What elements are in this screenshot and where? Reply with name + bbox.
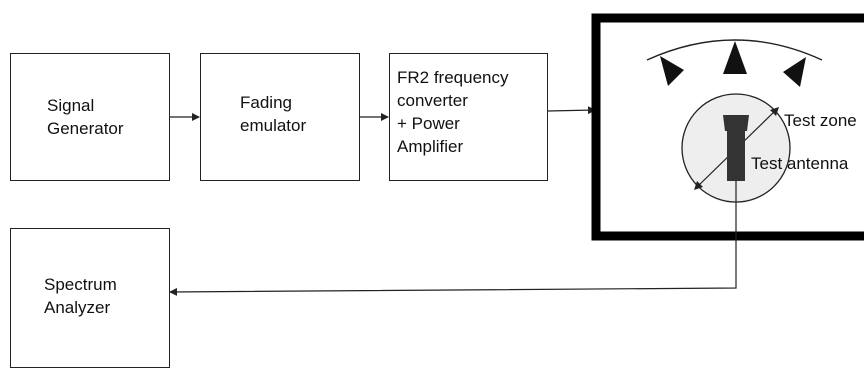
- feedback-cable: [169, 181, 737, 296]
- test-zone-arrowhead-top: [770, 107, 779, 116]
- fading-emulator-label: Fading emulator: [240, 91, 306, 137]
- probe-antenna-right-icon: [783, 57, 806, 87]
- converter-amplifier-label-line-2: converter: [397, 91, 468, 110]
- signal-generator-label: Signal Generator: [47, 94, 124, 140]
- signal-generator-label-line-1: Signal: [47, 96, 95, 115]
- signal-generator-block: Signal Generator: [10, 53, 170, 181]
- fading-emulator-label-line-2: emulator: [240, 116, 307, 135]
- test-zone-label: Test zone: [784, 111, 857, 130]
- test-zone-arrowhead-bottom: [694, 181, 703, 190]
- converter-amplifier-label: FR2 frequency converter + Power Amplifie…: [397, 66, 509, 158]
- converter-amplifier-block: FR2 frequency converter + Power Amplifie…: [389, 53, 548, 181]
- test-antenna-label: Test antenna: [751, 154, 849, 173]
- arrow-converter-to-chamber: [547, 106, 596, 115]
- spectrum-analyzer-block: Spectrum Analyzer: [10, 228, 170, 368]
- spectrum-analyzer-label-line-2: Analyzer: [44, 298, 111, 317]
- spectrum-analyzer-label: Spectrum Analyzer: [44, 273, 117, 319]
- probe-antenna-center-icon: [723, 41, 747, 74]
- probe-antenna-left-icon: [660, 56, 684, 86]
- converter-amplifier-label-line-3: + Power: [397, 114, 460, 133]
- spectrum-analyzer-label-line-1: Spectrum: [44, 275, 117, 294]
- fading-emulator-label-line-1: Fading: [240, 93, 292, 112]
- converter-amplifier-label-line-4: Amplifier: [397, 137, 464, 156]
- diagram-graphics: [169, 13, 864, 296]
- probe-arc: [646, 39, 823, 61]
- test-antenna-icon: [723, 115, 749, 181]
- converter-amplifier-label-line-1: FR2 frequency: [397, 68, 509, 87]
- signal-generator-label-line-2: Generator: [47, 119, 124, 138]
- fading-emulator-block: Fading emulator: [200, 53, 360, 181]
